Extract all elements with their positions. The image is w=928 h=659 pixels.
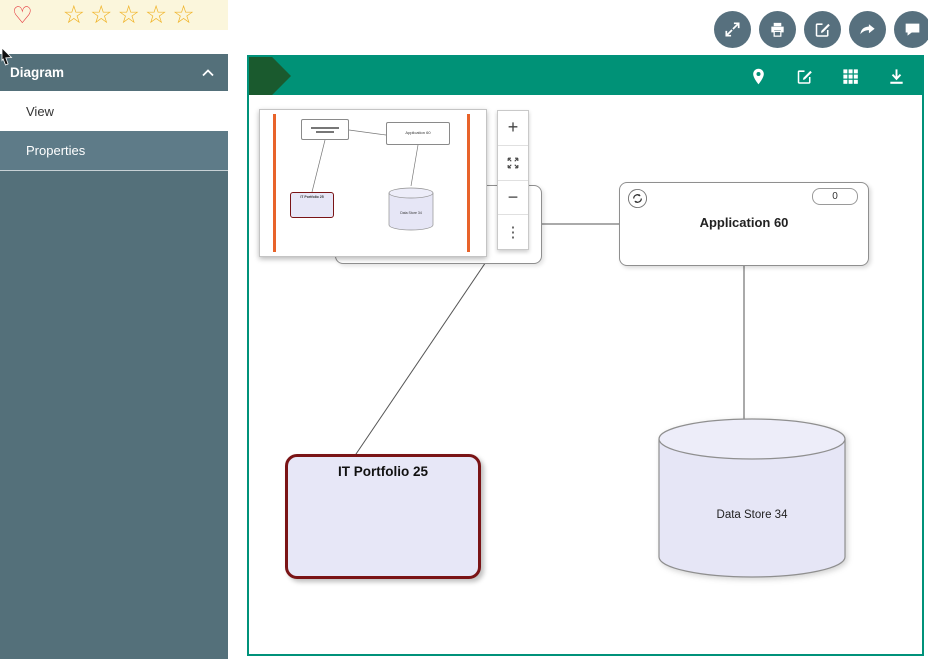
grid-view-button[interactable] bbox=[840, 66, 860, 86]
minimap-lane-line bbox=[273, 114, 276, 252]
star-icon[interactable]: ☆ bbox=[90, 0, 113, 29]
more-options-button[interactable]: ⋮ bbox=[498, 215, 528, 249]
sidebar-background bbox=[0, 171, 228, 659]
comment-button[interactable] bbox=[894, 11, 928, 48]
node-label: Application 60 bbox=[699, 214, 789, 230]
fit-view-button[interactable] bbox=[498, 146, 528, 181]
minimap-node-application bbox=[301, 119, 349, 140]
rating-stars: ☆ ☆ ☆ ☆ ☆ bbox=[62, 0, 195, 29]
favorites-bar: ♡ ☆ ☆ ☆ ☆ ☆ bbox=[0, 0, 228, 30]
sidebar-item-view[interactable]: View bbox=[0, 91, 228, 131]
minimap-node-application-60: Application 60 bbox=[386, 122, 450, 145]
edit-icon bbox=[815, 23, 830, 37]
zoom-in-button[interactable]: + bbox=[498, 111, 528, 146]
node-label: Data Store 34 bbox=[716, 509, 788, 521]
minimap-node-data-store-34: Data Store 34 bbox=[388, 186, 434, 232]
edit-diagram-button[interactable] bbox=[794, 66, 814, 86]
share-icon bbox=[860, 24, 875, 35]
grid-icon bbox=[842, 68, 858, 84]
location-pin-button[interactable] bbox=[748, 66, 768, 86]
chevron-up-icon bbox=[202, 68, 214, 76]
sidebar-item-label: View bbox=[26, 103, 54, 119]
node-data-store-34[interactable]: Data Store 34 bbox=[657, 417, 847, 580]
fullscreen-button[interactable] bbox=[714, 11, 751, 48]
share-button[interactable] bbox=[849, 11, 886, 48]
minimap[interactable]: Application 60 IT Portfolio 25 Data Stor… bbox=[259, 109, 487, 257]
diagram-canvas[interactable]: 0 Application 60 IT Portfolio 25 Data St… bbox=[247, 55, 924, 656]
minimap-lane-line bbox=[467, 114, 470, 252]
minimap-edges bbox=[311, 129, 419, 193]
flag-arrow-icon bbox=[249, 57, 291, 95]
heart-icon[interactable]: ♡ bbox=[12, 1, 33, 28]
print-button[interactable] bbox=[759, 11, 796, 48]
star-icon[interactable]: ☆ bbox=[172, 0, 195, 29]
node-label: IT Portfolio 25 bbox=[337, 464, 428, 479]
window-toolbar bbox=[714, 11, 928, 48]
sidebar-item-label: Properties bbox=[26, 143, 86, 158]
star-icon[interactable]: ☆ bbox=[144, 0, 168, 29]
star-icon[interactable]: ☆ bbox=[117, 0, 140, 29]
sidebar-section-diagram[interactable]: Diagram bbox=[0, 54, 228, 91]
edit-button[interactable] bbox=[804, 11, 841, 48]
node-it-portfolio-25[interactable]: IT Portfolio 25 bbox=[285, 454, 481, 579]
star-icon[interactable]: ☆ bbox=[62, 0, 86, 29]
minimap-node-it-portfolio-25: IT Portfolio 25 bbox=[290, 192, 334, 218]
minimap-text-bar bbox=[315, 130, 335, 133]
sidebar-section-label: Diagram bbox=[10, 65, 65, 80]
cylinder-shape bbox=[658, 418, 846, 578]
node-application-60[interactable]: 0 Application 60 bbox=[619, 182, 869, 266]
location-pin-icon bbox=[752, 68, 764, 84]
print-icon bbox=[771, 22, 784, 37]
fit-view-icon bbox=[507, 157, 519, 169]
edit-icon bbox=[797, 69, 812, 84]
comment-icon bbox=[905, 23, 920, 36]
minimap-cylinder-shape bbox=[388, 187, 434, 231]
application-icon bbox=[627, 188, 648, 209]
sidebar-item-properties[interactable]: Properties bbox=[0, 131, 228, 171]
zoom-out-button[interactable]: − bbox=[498, 181, 528, 216]
download-button[interactable] bbox=[886, 66, 906, 86]
sidebar: ♡ ☆ ☆ ☆ ☆ ☆ Diagram View Properties bbox=[0, 0, 228, 659]
node-badge: 0 bbox=[812, 188, 858, 205]
fullscreen-icon bbox=[725, 22, 740, 37]
diagram-header-bar bbox=[249, 57, 922, 95]
minimap-text-bar bbox=[311, 126, 339, 129]
download-icon bbox=[889, 68, 903, 84]
diagram-toolbar bbox=[748, 66, 922, 86]
zoom-toolbar: + − ⋮ bbox=[497, 110, 529, 250]
